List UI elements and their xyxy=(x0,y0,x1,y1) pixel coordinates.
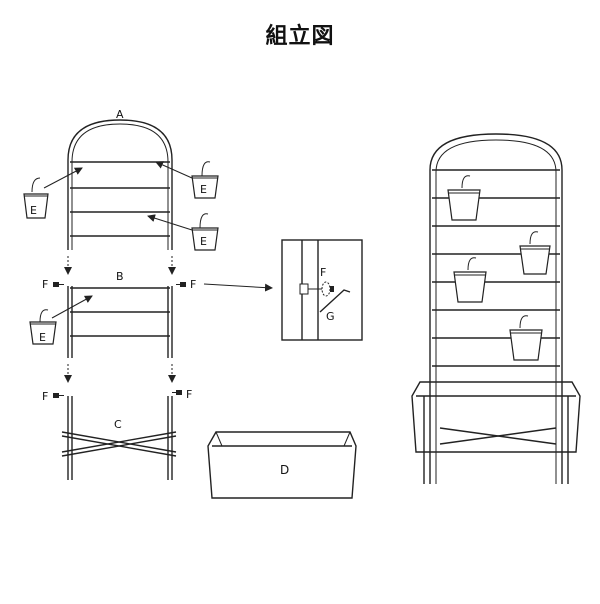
label-d: D xyxy=(280,463,289,477)
label-f-3: F xyxy=(42,390,48,403)
label-f-1: F xyxy=(42,278,48,291)
arrow-e-3 xyxy=(147,214,193,231)
bolt-f-2 xyxy=(176,282,186,287)
arrow-e-4 xyxy=(51,295,93,319)
label-e-1: E xyxy=(30,204,37,217)
pot-e-left-top xyxy=(23,177,49,219)
pot-e-right-middle xyxy=(191,213,219,251)
label-f-4: F xyxy=(186,388,192,401)
assembled-planter xyxy=(411,381,581,484)
assembled-pot-4 xyxy=(509,315,543,361)
label-f-2: F xyxy=(190,278,196,291)
label-b: B xyxy=(116,270,124,283)
label-g-detail: G xyxy=(326,310,335,323)
pot-e-right-top xyxy=(191,161,219,199)
label-a: A xyxy=(116,108,124,121)
bolt-f-3 xyxy=(53,393,64,398)
assembled-pot-3 xyxy=(453,257,487,303)
label-c: C xyxy=(114,418,122,431)
assembled-pot-2 xyxy=(519,231,551,275)
label-e-2: E xyxy=(200,183,207,196)
assembled-pot-1 xyxy=(447,175,481,221)
detail-inset xyxy=(281,239,363,341)
arrow-e-2 xyxy=(155,161,193,179)
arrow-to-detail xyxy=(203,283,273,292)
label-e-3: E xyxy=(200,235,207,248)
part-a-arch-frame xyxy=(67,119,173,250)
part-c-base-stand xyxy=(61,396,177,480)
assembled-trellis xyxy=(429,133,563,484)
label-e-4: E xyxy=(39,331,46,344)
part-d-planter-box xyxy=(207,431,357,499)
label-f-detail: F xyxy=(320,266,326,279)
bolt-f-1 xyxy=(53,282,64,287)
bolt-f-4 xyxy=(172,390,182,395)
diagram-title: 組立図 xyxy=(265,24,335,49)
pot-e-left-bottom xyxy=(29,309,57,345)
part-b-middle-frame xyxy=(67,286,173,358)
arrow-e-1 xyxy=(43,167,83,189)
